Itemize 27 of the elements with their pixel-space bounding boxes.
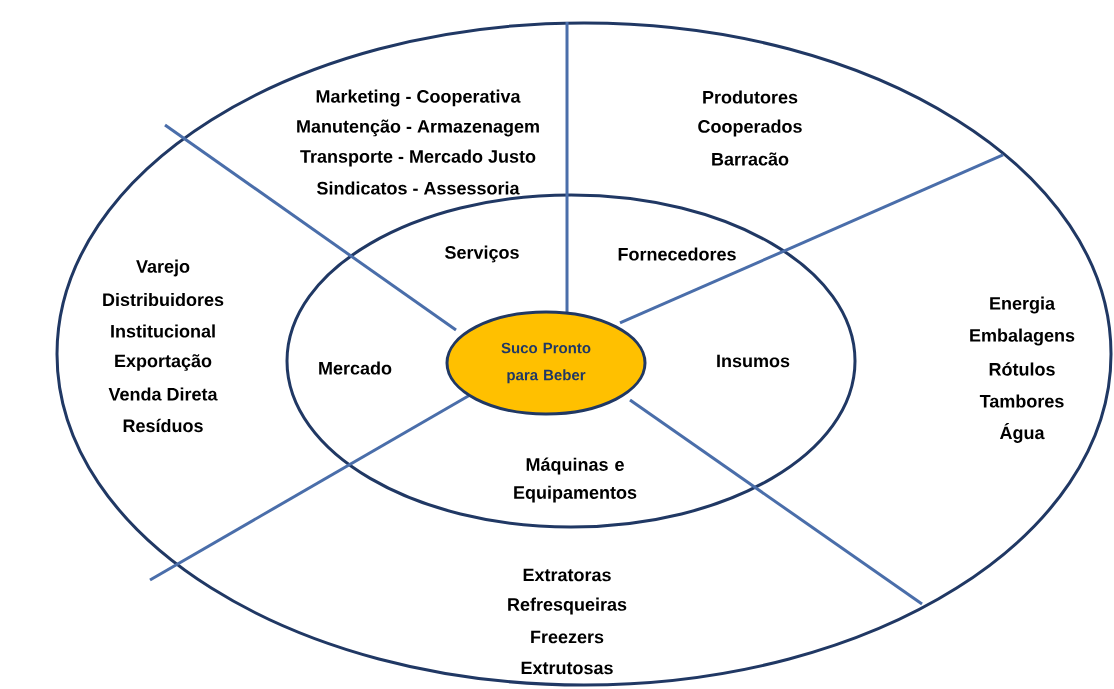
list-item: Exportação — [115, 354, 212, 371]
list-item: Institucional — [111, 324, 215, 338]
sector-label: Serviços — [445, 245, 519, 263]
sector-label: Fornecedores — [618, 247, 736, 261]
list-item: Extratoras — [523, 568, 611, 582]
list-item: Distribuidores — [103, 292, 224, 307]
list-item: Energia — [990, 296, 1056, 314]
list-item: Rótulos — [989, 362, 1055, 376]
list-item: Varejo — [136, 259, 190, 277]
sector-label: Mercado — [319, 361, 392, 375]
sector-label: Máquinas e Equipamentos — [514, 457, 637, 503]
list-item: Resíduos — [123, 418, 203, 433]
list-item: Tambores — [979, 394, 1064, 408]
list-item: Sindicatos - Assessoria — [317, 181, 520, 195]
sector-label: Insumos — [717, 354, 790, 368]
list-item: Transporte - Mercado Justo — [300, 149, 536, 167]
list-item: Cooperados — [698, 119, 802, 137]
list-item: Freezers — [531, 630, 604, 644]
list-item: Refresqueiras — [508, 597, 627, 615]
list-item: Produtores — [703, 90, 798, 104]
list-item: Água — [999, 423, 1045, 443]
list-item: Marketing - Cooperativa — [316, 89, 521, 107]
list-item: Barracão — [712, 152, 789, 166]
list-item: Extrutosas — [521, 661, 613, 675]
list-item: Manutenção - Armazenagem — [297, 119, 539, 137]
list-item: Venda Direta — [108, 387, 218, 401]
list-item: Embalagens — [970, 328, 1075, 346]
